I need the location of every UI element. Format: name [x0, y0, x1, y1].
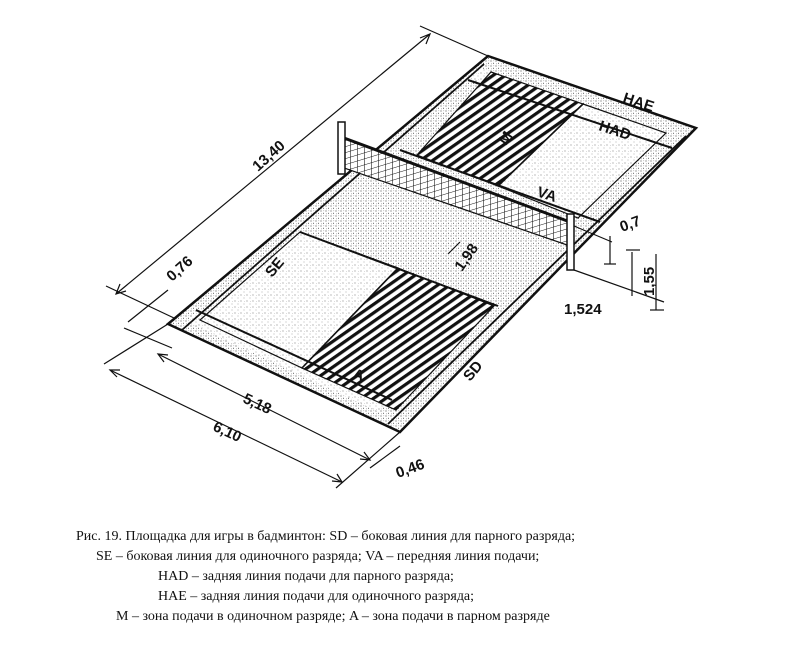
dim-side-alley: 0,46 — [394, 456, 427, 482]
caption-line-3: HAD – задняя линия подачи для парного ра… — [158, 569, 454, 584]
dim-net-height: 1,524 — [564, 301, 602, 318]
dim-net-top-drop: 0,7 — [618, 213, 643, 236]
net-post-right — [566, 213, 575, 271]
caption-line-2: SE – боковая линия для одиночного разряд… — [96, 549, 540, 564]
net — [337, 121, 575, 271]
net-post-left — [337, 121, 346, 175]
net-top-band — [343, 136, 571, 224]
court-base — [165, 54, 699, 434]
dim-doubles-width: 6,10 — [210, 418, 244, 446]
caption-line-4: HAE – задняя линия подачи для одиночного… — [158, 589, 475, 604]
caption-line-1: Рис. 19. Площадка для игры в бадминтон: … — [76, 529, 576, 544]
dim-hae-offset: 0,76 — [163, 253, 196, 285]
dim-singles-width: 5,18 — [240, 390, 274, 418]
caption-line-5: M – зона подачи в одиночном разряде; A –… — [116, 609, 550, 624]
badminton-court-diagram: HAE HAD M VA SE A SD 13,40 0,76 1,98 0,7… — [103, 25, 699, 489]
label-a: A — [351, 366, 367, 386]
label-va: VA — [535, 184, 559, 206]
court-lines — [181, 63, 687, 425]
dimension-lines — [103, 25, 665, 489]
dim-post-height: 1,55 — [641, 267, 658, 296]
